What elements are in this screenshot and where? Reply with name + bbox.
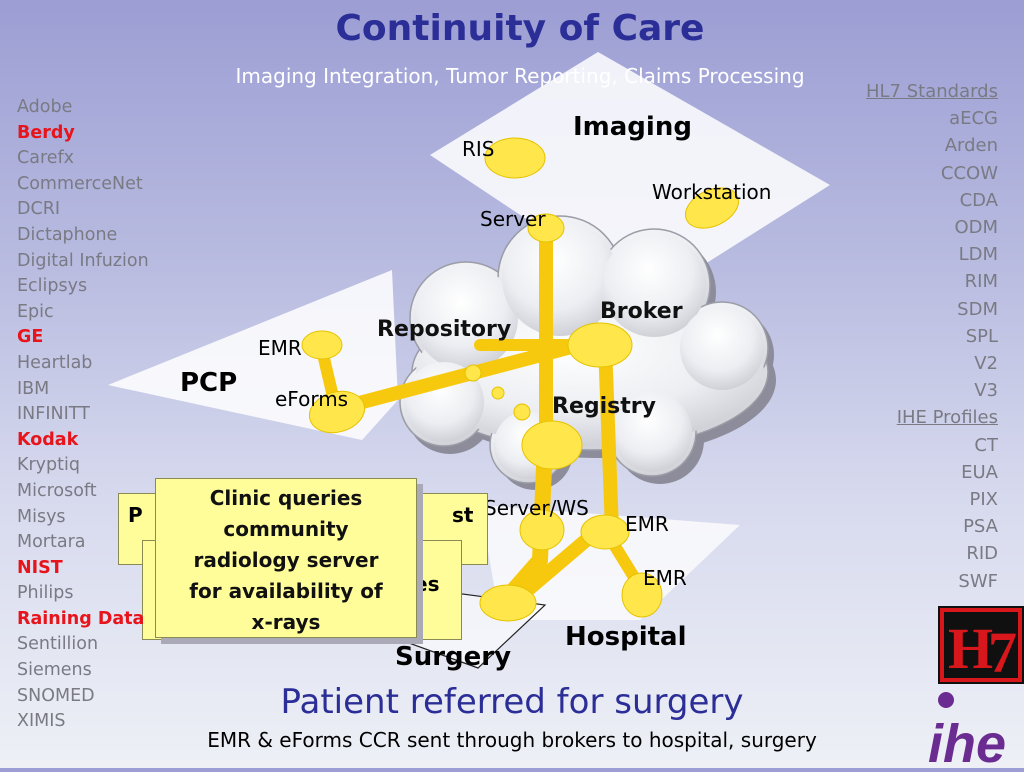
surgery-node: [479, 584, 537, 622]
vendor-item: Epic: [17, 301, 54, 322]
pcp-label: PCP: [180, 368, 238, 398]
slide-title: Continuity of Care: [335, 8, 705, 49]
server-label: Server: [480, 207, 546, 231]
surgery-label: Surgery: [395, 642, 512, 672]
hl7-logo: H 7: [938, 606, 1024, 685]
vendor-item: CommerceNet: [17, 173, 143, 194]
vendor-item: Carefx: [17, 148, 75, 169]
standards-item: ODM: [954, 217, 998, 239]
svg-text:7: 7: [988, 620, 1017, 684]
server-node: [527, 213, 565, 243]
vendor-item: Philips: [17, 583, 74, 604]
core-node: [521, 420, 583, 470]
network-nodes: [301, 137, 739, 622]
vendor-item: Adobe: [17, 97, 73, 117]
standards-item: EUA: [961, 461, 998, 483]
standards-item: PIX: [969, 489, 999, 511]
vendor-item: Heartlab: [17, 352, 93, 373]
imaging-plane: [430, 52, 830, 300]
slide-caption: Patient referred for surgery: [280, 682, 744, 722]
repository-label: Repository: [377, 317, 512, 342]
repository-node: [464, 364, 482, 382]
note-line: for availability of: [189, 579, 383, 603]
slide-subcaption: EMR & eForms CCR sent through brokers to…: [207, 728, 817, 752]
broker-to-emr-link: [598, 338, 619, 537]
standards-item: CCOW: [940, 162, 998, 184]
vendor-item: XIMIS: [17, 711, 66, 732]
vendor-item: NIST: [17, 557, 63, 578]
vendor-item: INFINITT: [17, 404, 90, 425]
hidden-callout-fragment-2: st: [452, 503, 474, 527]
standards-item: CT: [974, 434, 998, 456]
svg-text:ihe: ihe: [928, 714, 1006, 768]
standards-item: Arden: [944, 135, 998, 157]
vendor-item: Siemens: [17, 660, 92, 681]
standards-item: aECG: [949, 108, 998, 130]
note-line: Clinic queries: [209, 486, 363, 510]
note-line: x-rays: [251, 610, 321, 634]
vendor-item: Digital Infuzion: [17, 250, 149, 271]
vendor-item: Kryptiq: [17, 455, 80, 476]
standards-item: CDA: [959, 189, 998, 211]
broker-label: Broker: [600, 299, 683, 324]
standards-header[interactable]: IHE Profiles: [896, 407, 998, 429]
vendor-item: Microsoft: [17, 480, 97, 501]
standards-item: SWF: [958, 570, 998, 592]
pcp-emr-node: [301, 330, 343, 360]
vendor-item: DCRI: [17, 199, 61, 220]
note-line: radiology server: [193, 548, 379, 572]
standards-item: PSA: [963, 516, 998, 538]
standards-item: V2: [974, 353, 998, 375]
note-line: community: [223, 517, 349, 541]
hospital-emr-label-2: EMR: [643, 566, 687, 590]
ihe-logo: ihe: [926, 690, 1024, 772]
hospital-emr-node: [580, 514, 630, 550]
vendor-item: SNOMED: [17, 685, 95, 706]
standards-item: SPL: [965, 325, 998, 347]
serverws-node: [519, 509, 565, 551]
vendor-item: Mortara: [17, 532, 86, 553]
eforms-node: [308, 390, 366, 434]
hospital-label: Hospital: [565, 622, 687, 652]
registry-node: [513, 403, 531, 421]
broker-node: [567, 322, 633, 368]
eforms-label: eForms: [275, 387, 349, 411]
repository-node-2: [491, 386, 505, 400]
standards-header[interactable]: HL7 Standards: [865, 81, 998, 102]
clinic-query-note: Clinic queries community radiology serve…: [155, 478, 417, 638]
registry-label: Registry: [552, 394, 656, 419]
vendor-item: Dictaphone: [17, 224, 118, 245]
imaging-label: Imaging: [573, 112, 692, 142]
vendor-item: GE: [17, 327, 44, 348]
vendor-item: Sentillion: [17, 634, 99, 655]
workstation-label: Workstation: [652, 180, 772, 204]
vendor-item: Misys: [17, 506, 66, 527]
hidden-callout-fragment-1: P: [128, 503, 143, 527]
vendor-item: Raining Data: [17, 608, 145, 629]
workstation-node: [685, 187, 739, 229]
ris-label: RIS: [462, 137, 495, 161]
server-ws-label: Server/WS: [484, 496, 589, 520]
standards-item: RIM: [964, 271, 998, 293]
hospital-emr-node-2: [621, 572, 663, 618]
standards-item: V3: [974, 380, 998, 402]
vendor-item: IBM: [17, 378, 50, 399]
hidden-callout-fragment-3: es: [414, 572, 440, 596]
hospital-emr-label-1: EMR: [625, 512, 669, 536]
standards-item: RID: [966, 543, 998, 565]
vendor-item: Berdy: [17, 122, 75, 143]
slide-subtitle: Imaging Integration, Tumor Reporting, Cl…: [235, 64, 805, 88]
standards-item: LDM: [958, 244, 998, 266]
ris-node: [484, 137, 546, 179]
vendor-item: Eclipsys: [17, 276, 88, 297]
pcp-emr-label: EMR: [258, 336, 302, 360]
standards-item: SDM: [957, 298, 998, 320]
vendor-item: Kodak: [17, 429, 79, 450]
svg-text:H: H: [948, 616, 993, 681]
